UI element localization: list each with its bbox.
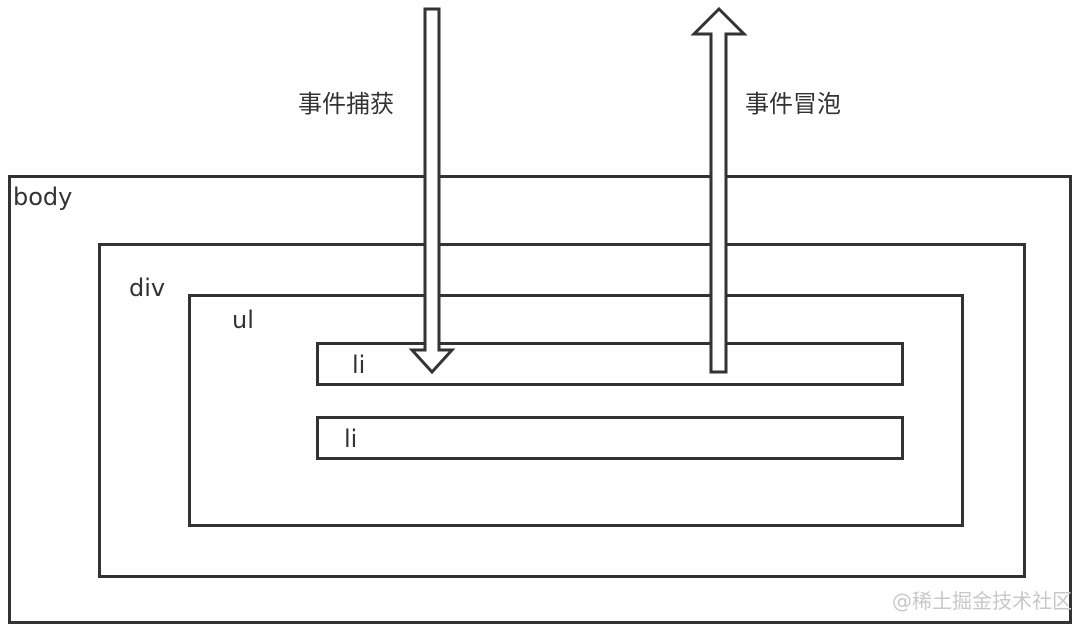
bubble-label: 事件冒泡 xyxy=(745,90,841,118)
div-box xyxy=(98,243,1026,578)
div-label: div xyxy=(129,274,166,302)
li-box-first xyxy=(316,342,904,386)
ul-label: ul xyxy=(232,306,254,334)
capture-arrow xyxy=(408,7,456,375)
li-box-second xyxy=(316,416,904,460)
body-label: body xyxy=(13,183,73,211)
capture-label: 事件捕获 xyxy=(298,90,394,118)
li-label-first: li xyxy=(352,351,366,379)
bubble-arrow xyxy=(690,6,748,374)
li-label-second: li xyxy=(344,425,358,453)
body-box xyxy=(8,175,1072,624)
watermark-text: @稀土掘金技术社区 xyxy=(892,589,1072,613)
ul-box xyxy=(188,294,964,527)
